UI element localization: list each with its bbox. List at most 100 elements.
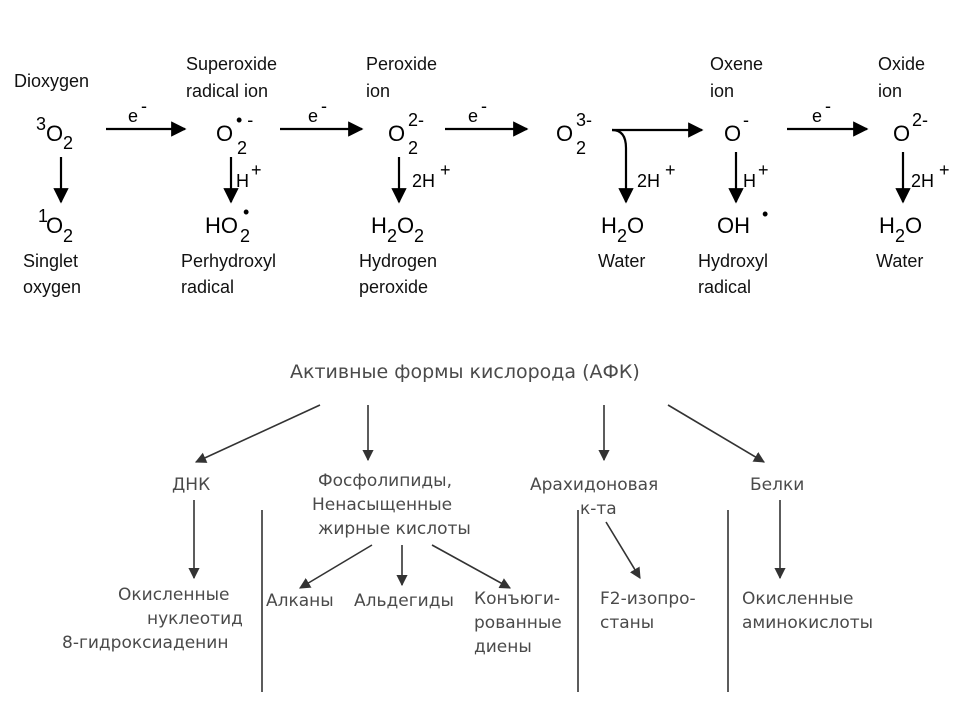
ros-targets: ДНК Фосфолипиды, Ненасыщенные жирные кис… <box>172 471 804 539</box>
label-oxene: Oxene <box>710 54 763 74</box>
product-conjugated-2: рованные <box>474 613 562 633</box>
product-isoprostanes-2: станы <box>600 613 654 633</box>
svg-text:•: • <box>243 202 249 222</box>
svg-text:2-: 2- <box>408 110 424 130</box>
svg-text:H: H <box>371 213 387 238</box>
formula-oxene: O - <box>724 110 749 146</box>
target-lipids-3: жирные кислоты <box>318 519 471 539</box>
svg-text:Hydrogen: Hydrogen <box>359 251 437 271</box>
product-dna-2: нуклеотид <box>147 609 243 629</box>
target-dna: ДНК <box>172 475 210 495</box>
svg-text:Water: Water <box>876 251 923 271</box>
formula-peroxide: O 2 2- <box>388 110 424 158</box>
svg-text:+: + <box>939 160 950 180</box>
svg-text:-: - <box>743 110 749 130</box>
product-isoprostanes-1: F2-изопро- <box>600 589 696 609</box>
vertical-arrows: H + 2H + 2H + H + 2H + <box>53 128 950 204</box>
label-peroxide-2: ion <box>366 81 390 101</box>
svg-text:3: 3 <box>36 114 46 134</box>
svg-text:•: • <box>762 204 768 224</box>
svg-text:3-: 3- <box>576 110 592 130</box>
label-superoxide: Superoxide <box>186 54 277 74</box>
formula-ozonide: O 2 3- <box>556 110 592 158</box>
ros-target-arrows <box>194 404 765 463</box>
species-labels: Dioxygen Superoxide radical ion Peroxide… <box>14 54 925 101</box>
formula-row: 3 O 2 O 2 • - O 2 2- O 2 3- O - O 2 <box>36 110 928 158</box>
svg-text:Water: Water <box>598 251 645 271</box>
target-proteins: Белки <box>750 475 804 495</box>
svg-text:2: 2 <box>408 138 418 158</box>
arrow-to-water-1 <box>611 128 634 204</box>
svg-text:O: O <box>905 213 922 238</box>
formula-dioxygen: 3 O 2 <box>36 114 73 153</box>
ros-title: Активные формы кислорода (АФК) <box>290 361 640 383</box>
formula-ho2: HO 2 • <box>205 202 250 246</box>
svg-text:H: H <box>743 171 756 191</box>
svg-text:O: O <box>893 121 910 146</box>
svg-text:radical: radical <box>181 277 234 297</box>
svg-text:radical: radical <box>698 277 751 297</box>
formula-oxide: O 2- <box>893 110 928 146</box>
label-peroxide: Peroxide <box>366 54 437 74</box>
svg-text:2: 2 <box>895 226 905 246</box>
product-formulas: 1 O 2 HO 2 • H 2 O 2 H 2 O OH • H 2 O <box>38 202 922 246</box>
svg-text:2H: 2H <box>412 171 435 191</box>
svg-text:2H: 2H <box>637 171 660 191</box>
svg-text:e: e <box>812 106 822 126</box>
svg-text:H: H <box>601 213 617 238</box>
label-superoxide-2: radical ion <box>186 81 268 101</box>
target-arachidonic-1: Арахидоновая <box>530 475 658 495</box>
formula-superoxide: O 2 • - <box>216 110 253 158</box>
product-alkanes: Алканы <box>266 591 334 611</box>
svg-text:OH: OH <box>717 213 750 238</box>
product-conjugated-3: диены <box>474 637 532 657</box>
svg-text:-: - <box>321 96 327 116</box>
label-dioxygen: Dioxygen <box>14 71 89 91</box>
formula-water-1: H 2 O <box>601 213 644 246</box>
svg-text:+: + <box>758 160 769 180</box>
svg-text:O: O <box>627 213 644 238</box>
svg-text:Perhydroxyl: Perhydroxyl <box>181 251 276 271</box>
product-dna-3: 8-гидроксиаденин <box>62 633 228 653</box>
svg-text:-: - <box>141 96 147 116</box>
svg-text:2: 2 <box>63 133 73 153</box>
svg-text:1: 1 <box>38 206 48 226</box>
product-conjugated-1: Конъюги- <box>474 589 560 609</box>
formula-water-2: H 2 O <box>879 213 922 246</box>
product-labels: Singlet oxygen Perhydroxyl radical Hydro… <box>23 251 923 297</box>
svg-text:-: - <box>825 96 831 116</box>
svg-text:+: + <box>665 160 676 180</box>
svg-text:2-: 2- <box>912 110 928 130</box>
svg-text:HO: HO <box>205 213 238 238</box>
ros-product-arrows <box>188 500 786 589</box>
target-lipids-1: Фосфолипиды, <box>318 471 452 491</box>
product-amino-1: Окисленные <box>742 589 853 609</box>
svg-text:+: + <box>440 160 451 180</box>
svg-text:O: O <box>556 121 573 146</box>
svg-text:-: - <box>481 96 487 116</box>
svg-text:O: O <box>388 121 405 146</box>
svg-text:+: + <box>251 160 262 180</box>
svg-text:2: 2 <box>617 226 627 246</box>
svg-text:O: O <box>724 121 741 146</box>
formula-oh: OH • <box>717 204 768 238</box>
label-oxide-2: ion <box>878 81 902 101</box>
product-dna-1: Окисленные <box>118 585 229 605</box>
formula-singlet-oxygen: 1 O 2 <box>38 206 73 246</box>
svg-text:peroxide: peroxide <box>359 277 428 297</box>
svg-text:2: 2 <box>237 138 247 158</box>
svg-text:O: O <box>46 213 63 238</box>
formula-h2o2: H 2 O 2 <box>371 213 424 246</box>
product-aldehydes: Альдегиды <box>354 591 454 611</box>
svg-text:Hydroxyl: Hydroxyl <box>698 251 768 271</box>
svg-text:O: O <box>46 121 63 146</box>
svg-text:2H: 2H <box>911 171 934 191</box>
electron-arrows: e - e - e - e - <box>106 96 869 138</box>
svg-text:Singlet: Singlet <box>23 251 78 271</box>
target-arachidonic-2: к-та <box>580 499 617 519</box>
svg-text:2: 2 <box>414 226 424 246</box>
svg-text:• -: • - <box>236 110 253 130</box>
product-amino-2: аминокислоты <box>742 613 873 633</box>
ros-separators <box>261 510 729 692</box>
